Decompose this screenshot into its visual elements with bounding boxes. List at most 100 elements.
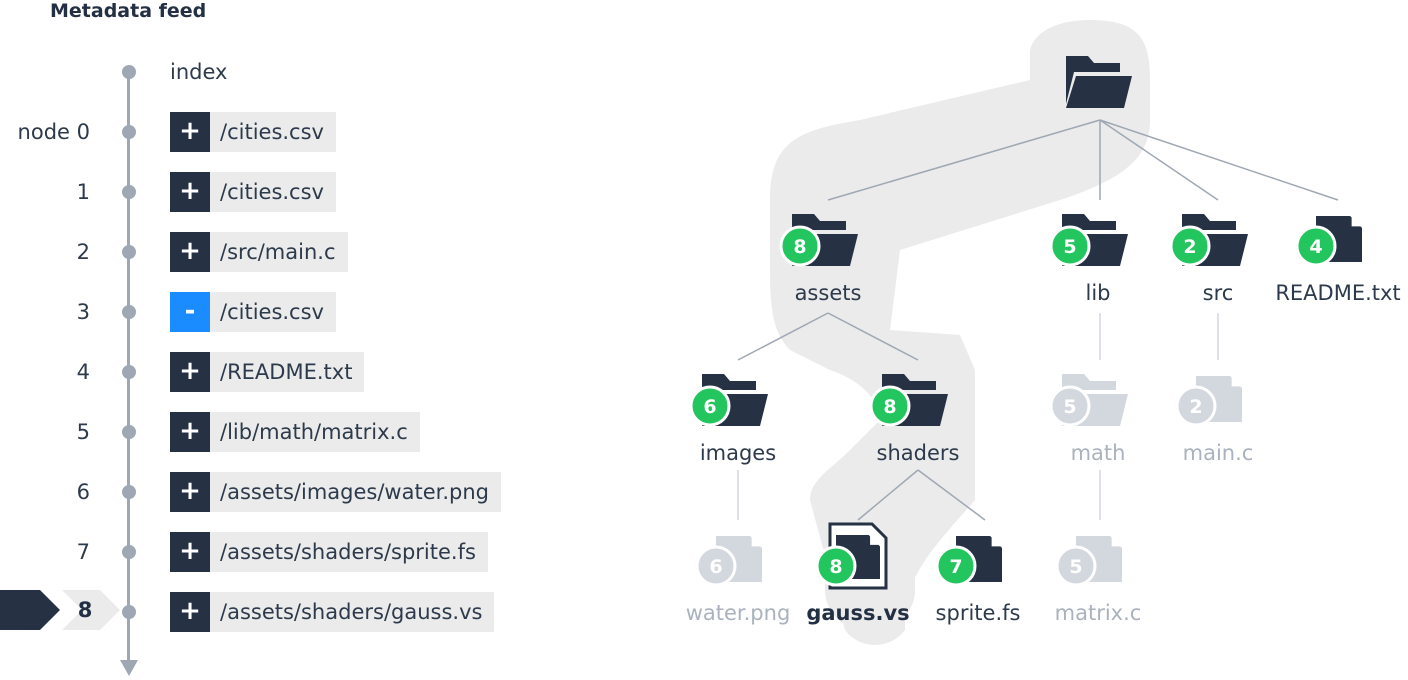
version-badge xyxy=(1049,225,1091,267)
badge-number: 8 xyxy=(829,556,842,578)
timeline-dot xyxy=(122,305,136,319)
node-number: 2 xyxy=(76,240,90,264)
version-badge xyxy=(1169,225,1211,267)
timeline-dot xyxy=(122,245,136,259)
current-node-number: 8 xyxy=(77,598,93,622)
feed-entry[interactable]: node 0 + /cities.csv xyxy=(0,112,560,152)
badge-number: 7 xyxy=(949,556,962,578)
add-op-icon: + xyxy=(170,232,210,272)
entry-path: /cities.csv xyxy=(210,172,336,212)
tree-node-sprite[interactable]: 7 sprite.fs xyxy=(935,536,1021,625)
node-label: math xyxy=(1071,441,1126,465)
timeline-dot xyxy=(122,185,136,199)
node-label: gauss.vs xyxy=(806,601,909,625)
node-label: assets xyxy=(795,281,862,305)
timeline-dot xyxy=(122,425,136,439)
entry-path: /cities.csv xyxy=(210,112,336,152)
entry-path: /src/main.c xyxy=(210,232,348,272)
entry-path: /assets/images/water.png xyxy=(210,472,501,512)
tree-node-lib[interactable]: 5 lib xyxy=(1049,214,1128,305)
node-label: src xyxy=(1203,281,1234,305)
node-number: node 0 xyxy=(17,120,90,144)
entry-path: /assets/shaders/gauss.vs xyxy=(210,592,495,632)
add-op-icon: + xyxy=(170,532,210,572)
timeline-dot xyxy=(122,545,136,559)
feed-entry[interactable]: 2 + /src/main.c xyxy=(0,232,560,272)
version-badge xyxy=(1049,385,1091,427)
node-number: 6 xyxy=(76,480,90,504)
feed-entry[interactable]: 5 + /lib/math/matrix.c xyxy=(0,412,560,452)
tree-node-images[interactable]: 6 images xyxy=(689,374,776,465)
version-badge xyxy=(869,385,911,427)
badge-number: 4 xyxy=(1309,236,1322,258)
node-label: main.c xyxy=(1183,441,1254,465)
add-op-icon: + xyxy=(170,352,210,392)
version-badge xyxy=(815,545,857,587)
timeline-dot xyxy=(122,65,136,79)
timeline-dot xyxy=(122,605,136,619)
tree-node-math[interactable]: 5 math xyxy=(1049,374,1128,465)
tree-node-gauss[interactable]: 8 gauss.vs xyxy=(806,522,910,625)
add-op-icon: + xyxy=(170,412,210,452)
add-op-icon: + xyxy=(170,112,210,152)
add-op-icon: + xyxy=(170,472,210,512)
entry-path: /lib/math/matrix.c xyxy=(210,412,420,452)
add-op-icon: + xyxy=(170,172,210,212)
feed-title: Metadata feed xyxy=(50,0,207,22)
badge-number: 2 xyxy=(1183,236,1196,258)
feed-entry[interactable]: 7 + /assets/shaders/sprite.fs xyxy=(0,532,560,572)
current-node-marker: 8 xyxy=(0,590,120,630)
tree-node-water[interactable]: 6 water.png xyxy=(686,536,791,625)
badge-number: 2 xyxy=(1189,396,1202,418)
badge-number: 6 xyxy=(709,556,722,578)
node-label: matrix.c xyxy=(1055,601,1142,625)
tree-node-assets[interactable]: 8 assets xyxy=(779,214,862,305)
version-badge xyxy=(695,545,737,587)
feed-entry[interactable]: 1 + /cities.csv xyxy=(0,172,560,212)
entry-path: /README.txt xyxy=(210,352,365,392)
badge-number: 5 xyxy=(1063,236,1076,258)
tree-node-matrix[interactable]: 5 matrix.c xyxy=(1055,536,1142,625)
node-number: 7 xyxy=(76,540,90,564)
tree-node-main-c[interactable]: 2 main.c xyxy=(1175,376,1254,465)
entry-path: /assets/shaders/sprite.fs xyxy=(210,532,488,572)
node-number: 3 xyxy=(76,300,90,324)
node-label: shaders xyxy=(877,441,960,465)
feed-entry[interactable]: 4 + /README.txt xyxy=(0,352,560,392)
version-badge xyxy=(689,385,731,427)
node-label: README.txt xyxy=(1275,281,1400,305)
node-label: water.png xyxy=(686,601,791,625)
feed-index-row: index xyxy=(0,52,560,92)
node-label: images xyxy=(700,441,776,465)
add-op-icon: + xyxy=(170,592,210,632)
entry-path: /cities.csv xyxy=(210,292,336,332)
timeline-dot xyxy=(122,365,136,379)
node-label: lib xyxy=(1086,281,1111,305)
timeline-dot xyxy=(122,485,136,499)
node-number: 1 xyxy=(76,180,90,204)
feed-entry[interactable]: 6 + /assets/images/water.png xyxy=(0,472,560,512)
feed-entry-current[interactable]: + /assets/shaders/gauss.vs xyxy=(0,592,560,632)
version-badge xyxy=(1295,225,1337,267)
badge-number: 6 xyxy=(703,396,716,418)
badge-number: 8 xyxy=(793,236,806,258)
timeline-dot xyxy=(122,125,136,139)
version-badge xyxy=(935,545,977,587)
node-number: 5 xyxy=(76,420,90,444)
tree-node-shaders[interactable]: 8 shaders xyxy=(869,374,960,465)
tree-edges xyxy=(737,119,1339,521)
current-pointer-icon xyxy=(0,590,120,630)
timeline-arrow-icon xyxy=(120,660,138,676)
tree-node-readme[interactable]: 4 README.txt xyxy=(1275,216,1401,305)
badge-number: 8 xyxy=(883,396,896,418)
index-label: index xyxy=(170,60,228,84)
tree-node-src[interactable]: 2 src xyxy=(1169,214,1248,305)
node-number: 4 xyxy=(76,360,90,384)
node-label: sprite.fs xyxy=(936,601,1021,625)
version-badge xyxy=(1055,545,1097,587)
remove-op-icon: - xyxy=(170,292,210,332)
version-badge xyxy=(779,225,821,267)
badge-number: 5 xyxy=(1069,556,1082,578)
version-badge xyxy=(1175,385,1217,427)
feed-entry[interactable]: 3 - /cities.csv xyxy=(0,292,560,332)
